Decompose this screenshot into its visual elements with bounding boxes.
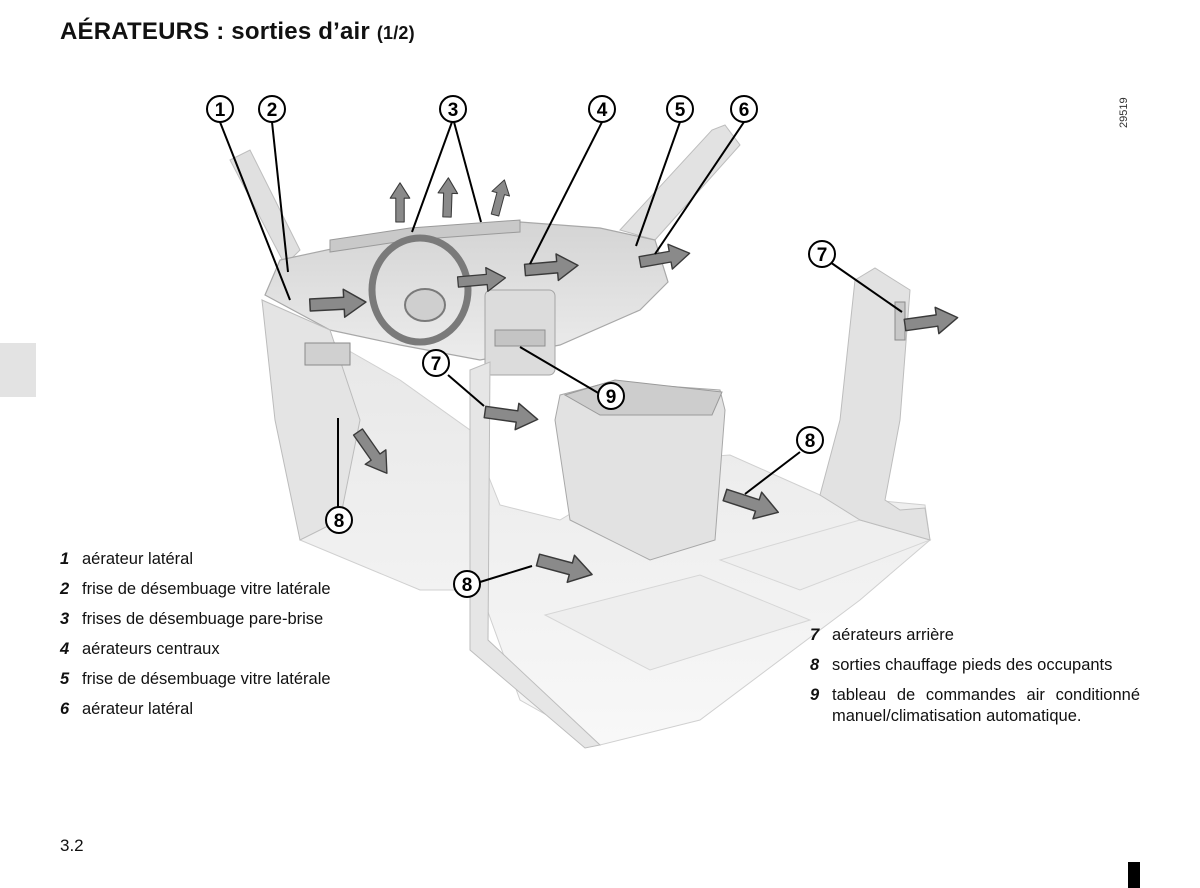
leader-line-4	[529, 121, 603, 265]
legend-item: 2 frise de désembuage vitre latérale	[60, 579, 380, 600]
steering-wheel	[368, 234, 472, 346]
callout-circle-1	[206, 95, 234, 123]
callout-circle-7-bpillar	[422, 349, 450, 377]
left-a-pillar	[229, 149, 301, 266]
callout-label-5: 5	[675, 100, 686, 121]
legend-item: 9 tableau de commandes air conditionné ma…	[810, 685, 1140, 727]
page-edge-mark	[1128, 862, 1140, 888]
callout-circle-7-rear	[808, 240, 836, 268]
leader-line-8-center	[479, 565, 533, 583]
leader-line-9	[519, 346, 601, 395]
callout-circle-8-right	[796, 426, 824, 454]
callout-label-7-rear: 7	[817, 245, 828, 266]
legend-text: aérateurs centraux	[82, 640, 220, 658]
leader-line-7-bpillar	[447, 374, 485, 407]
page-title: AÉRATEURS : sorties d’air (1/2)	[60, 18, 415, 46]
legend-text: frises de désembuage pare-brise	[82, 610, 324, 628]
callout-label-8-center: 8	[462, 575, 473, 596]
legend-item: 5 frise de désembuage vitre latérale	[60, 669, 380, 690]
page-number: 3.2	[60, 836, 84, 855]
callout-label-4: 4	[597, 100, 608, 121]
leader-line-1	[219, 121, 291, 301]
legend-text: aérateur latéral	[82, 550, 193, 568]
right-a-pillar	[619, 124, 741, 241]
legend-left: 1 aérateur latéral 2 frise de désembuage v…	[60, 549, 380, 729]
b-pillar	[469, 361, 602, 749]
callout-circle-8-left	[325, 506, 353, 534]
vent-arrow-windshield-mid	[436, 176, 459, 218]
legend-item: 4 aérateurs centraux	[60, 639, 380, 660]
switch-panel	[304, 342, 351, 366]
legend-text: aérateurs arrière	[832, 626, 954, 644]
legend-item: 6 aérateur latéral	[60, 699, 380, 720]
callout-label-1: 1	[215, 100, 226, 121]
legend-text: tableau de commandes air conditionné man…	[832, 686, 1140, 725]
callout-circle-8-center	[453, 570, 481, 598]
title-text: AÉRATEURS : sorties d’air	[60, 18, 370, 45]
callout-circle-3	[439, 95, 467, 123]
legend-number: 5	[60, 670, 70, 688]
legend-number: 1	[60, 550, 70, 568]
climate-control-panel	[494, 329, 546, 347]
legend-text: aérateur latéral	[82, 700, 193, 718]
callout-label-7-bpillar: 7	[431, 354, 442, 375]
callout-label-8-right: 8	[805, 431, 816, 452]
steering-hub	[404, 288, 446, 322]
callout-label-2: 2	[267, 100, 278, 121]
legend-text: frise de désembuage vitre latérale	[82, 580, 331, 598]
vent-arrow-windshield-left	[389, 182, 411, 223]
callout-circle-6	[730, 95, 758, 123]
callout-circle-4	[588, 95, 616, 123]
legend-number: 9	[810, 686, 820, 704]
vent-arrow-b-pillar	[482, 398, 541, 434]
legend-item: 8 sorties chauffage pieds des occupants	[810, 655, 1140, 676]
legend-text: sorties chauffage pieds des occupants	[832, 656, 1113, 674]
leader-line-6	[654, 121, 745, 255]
legend-item: 7 aérateurs arrière	[810, 625, 1140, 646]
callout-label-8-left: 8	[334, 511, 345, 532]
leader-line-5	[635, 121, 681, 247]
callout-circle-5	[666, 95, 694, 123]
leader-line-2	[271, 121, 289, 273]
leader-line-7-rear	[829, 261, 903, 313]
legend-number: 4	[60, 640, 70, 658]
callout-label-3: 3	[448, 100, 459, 121]
vent-arrow-rear-pillar	[902, 303, 961, 339]
callout-label-9: 9	[606, 387, 617, 408]
legend-text: frise de désembuage vitre latérale	[82, 670, 331, 688]
legend-item: 3 frises de désembuage pare-brise	[60, 609, 380, 630]
callout-label-6: 6	[739, 100, 750, 121]
callout-circle-2	[258, 95, 286, 123]
rear-pillar	[819, 267, 931, 541]
legend-number: 2	[60, 580, 70, 598]
title-suffix: (1/2)	[376, 23, 415, 43]
rear-floor-mat	[543, 574, 812, 671]
vent-arrow-windshield-right	[485, 176, 514, 218]
legend-number: 7	[810, 626, 820, 644]
legend-item: 1 aérateur latéral	[60, 549, 380, 570]
callout-circle-9	[597, 382, 625, 410]
leader-line-8-right	[744, 451, 801, 495]
legend-number: 6	[60, 700, 70, 718]
leader-line-3a	[411, 121, 453, 233]
legend-right: 7 aérateurs arrière 8 sorties chauffage pi…	[810, 625, 1140, 736]
chapter-tab	[0, 343, 36, 397]
legend-number: 3	[60, 610, 70, 628]
leader-line-3b	[453, 121, 482, 223]
legend-number: 8	[810, 656, 820, 674]
